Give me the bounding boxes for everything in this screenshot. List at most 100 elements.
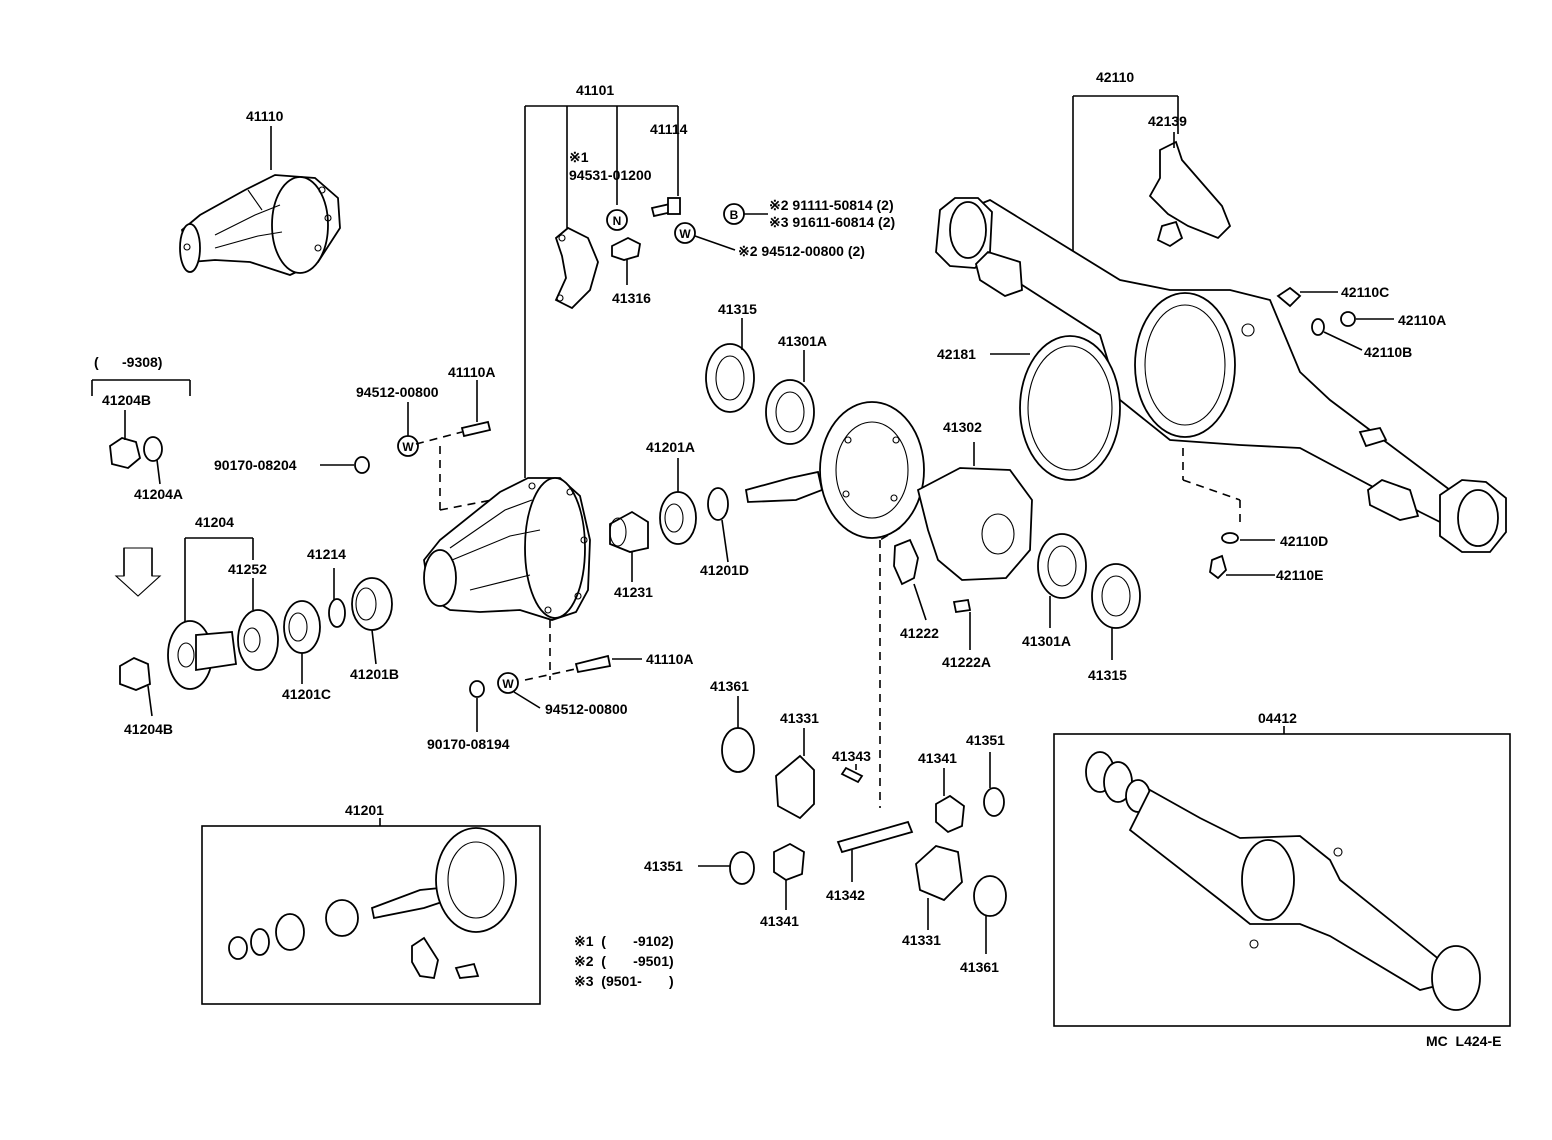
label-41214: 41214 xyxy=(307,546,346,562)
label-94512-00800-top: ※2 94512-00800 (2) xyxy=(738,243,865,259)
axle-housing-42110-drawing xyxy=(935,95,1507,553)
thrust-washer-41351-upper-drawing xyxy=(983,752,1005,817)
label-9308: ( -9308) xyxy=(94,354,162,370)
label-42110D: 42110D xyxy=(1280,533,1328,549)
label-41110A-a: 41110A xyxy=(448,364,496,380)
stud-41110A-top-drawing xyxy=(460,420,492,438)
bearing-41201A-drawing xyxy=(659,458,697,545)
n-marker-text: N xyxy=(613,214,622,228)
label-41204B-bottom: 41204B xyxy=(124,721,173,737)
b-marker: B xyxy=(723,203,768,225)
bearing-41201C-drawing xyxy=(283,600,321,684)
label-note1: ※1 xyxy=(569,149,589,165)
flange-41204-bracket xyxy=(184,537,254,630)
differential-carrier-41110-drawing xyxy=(179,126,341,276)
bearing-41301A-upper-drawing xyxy=(765,350,815,445)
thrust-washer-41361-upper-drawing xyxy=(721,696,755,773)
lock-plate-41222-drawing xyxy=(893,538,919,586)
washer-41201D-drawing xyxy=(707,487,729,521)
label-41343: 41343 xyxy=(832,748,871,764)
differential-case-41302-drawing xyxy=(879,442,1033,808)
label-41301A-b: 41301A xyxy=(1022,633,1071,649)
label-41204: 41204 xyxy=(195,514,234,530)
nut-90170-08204-drawing xyxy=(354,456,370,474)
label-41315-b: 41315 xyxy=(1088,667,1127,683)
label-41231: 41231 xyxy=(614,584,653,600)
label-90170-08194: 90170-08194 xyxy=(427,736,510,752)
nut-41204B-drawing xyxy=(109,437,142,469)
legend-note2: ※2 ( -9501) xyxy=(574,953,674,969)
label-42110: 42110 xyxy=(1096,69,1134,85)
gear-kit-41201-box xyxy=(201,818,541,1005)
label-41351-b: 41351 xyxy=(644,858,683,874)
label-41252: 41252 xyxy=(228,561,267,577)
label-41351-a: 41351 xyxy=(966,732,1005,748)
label-91611-60814: ※3 91611-60814 (2) xyxy=(769,214,895,230)
bracket-42139-drawing xyxy=(1148,140,1232,240)
bolt-41222A-drawing xyxy=(952,598,972,614)
label-41222A: 41222A xyxy=(942,654,991,670)
bolt-42110E-drawing xyxy=(1209,554,1228,580)
bracket-9308 xyxy=(91,379,191,396)
pinion-gear-41341-lower-drawing xyxy=(773,842,805,910)
label-41361-a: 41361 xyxy=(710,678,749,694)
w-marker-left: W xyxy=(397,402,419,457)
label-41222: 41222 xyxy=(900,625,939,641)
label-41101: 41101 xyxy=(576,82,614,98)
diagram-code: MC L424-E xyxy=(1426,1033,1501,1049)
label-42139: 42139 xyxy=(1148,113,1187,129)
label-94512-00800-b: 94512-00800 xyxy=(545,701,628,717)
stud-41110A-bottom-drawing xyxy=(574,654,612,674)
label-41201: 41201 xyxy=(345,802,384,818)
label-41341-a: 41341 xyxy=(918,750,957,766)
label-42110C: 42110C xyxy=(1341,284,1389,300)
housing-41101-bracket xyxy=(524,105,679,478)
carrier-housing-drawing xyxy=(415,431,591,681)
plug-42110A-drawing xyxy=(1340,311,1356,327)
gasket-42110B-drawing xyxy=(1311,318,1325,336)
label-41201A: 41201A xyxy=(646,439,695,455)
label-41114: 41114 xyxy=(650,121,688,137)
label-41316: 41316 xyxy=(612,290,651,306)
washer-42110D-drawing xyxy=(1221,532,1239,544)
nut-90170-08194-drawing xyxy=(469,680,485,698)
label-42110E: 42110E xyxy=(1276,567,1324,583)
gasket-42181-drawing xyxy=(990,335,1121,481)
label-94512-00800-a: 94512-00800 xyxy=(356,384,439,400)
label-41110A-b: 41110A xyxy=(646,651,694,667)
thrust-washer-41351-lower-drawing xyxy=(698,851,755,885)
label-94531-01200: 94531-01200 xyxy=(569,167,652,183)
w-marker-left-text: W xyxy=(402,440,414,454)
label-41331-b: 41331 xyxy=(902,932,941,948)
bearing-41315-lower-drawing xyxy=(1091,563,1141,660)
label-41204A: 41204A xyxy=(134,486,183,502)
bracket-42139-tab xyxy=(1156,220,1184,248)
label-42110A: 42110A xyxy=(1398,312,1446,328)
label-41301A-a: 41301A xyxy=(778,333,827,349)
dust-deflector-41252-drawing xyxy=(237,609,279,671)
w-marker-bottom-text: W xyxy=(502,677,514,691)
label-41331-a: 41331 xyxy=(780,710,819,726)
w-marker-top: W xyxy=(674,222,736,251)
bearing-cap-drawing xyxy=(554,226,599,310)
label-41201C: 41201C xyxy=(282,686,331,702)
nut-41204B-bottom-drawing xyxy=(119,656,151,691)
bearing-41301A-lower-drawing xyxy=(1037,533,1087,628)
bearing-41201B-drawing xyxy=(351,577,393,665)
b-marker-text: B xyxy=(730,208,739,222)
direction-arrow xyxy=(114,547,162,597)
oil-slinger-41214-drawing xyxy=(328,598,346,628)
n-marker: N xyxy=(606,209,628,231)
label-90170-08204: 90170-08204 xyxy=(214,457,297,473)
pin-41343-drawing xyxy=(840,766,864,784)
w-marker-top-text: W xyxy=(679,227,691,241)
label-41201D: 41201D xyxy=(700,562,749,578)
thrust-washer-41361-lower-drawing xyxy=(973,875,1007,954)
side-gear-41331-upper-drawing xyxy=(775,728,815,820)
label-41342: 41342 xyxy=(826,887,865,903)
ring-and-pinion-gear-drawing xyxy=(744,401,925,539)
w-marker-bottom: W xyxy=(497,672,541,709)
label-91111-50814: ※2 91111-50814 (2) xyxy=(769,197,894,213)
pinion-shaft-41342-drawing xyxy=(836,820,914,882)
